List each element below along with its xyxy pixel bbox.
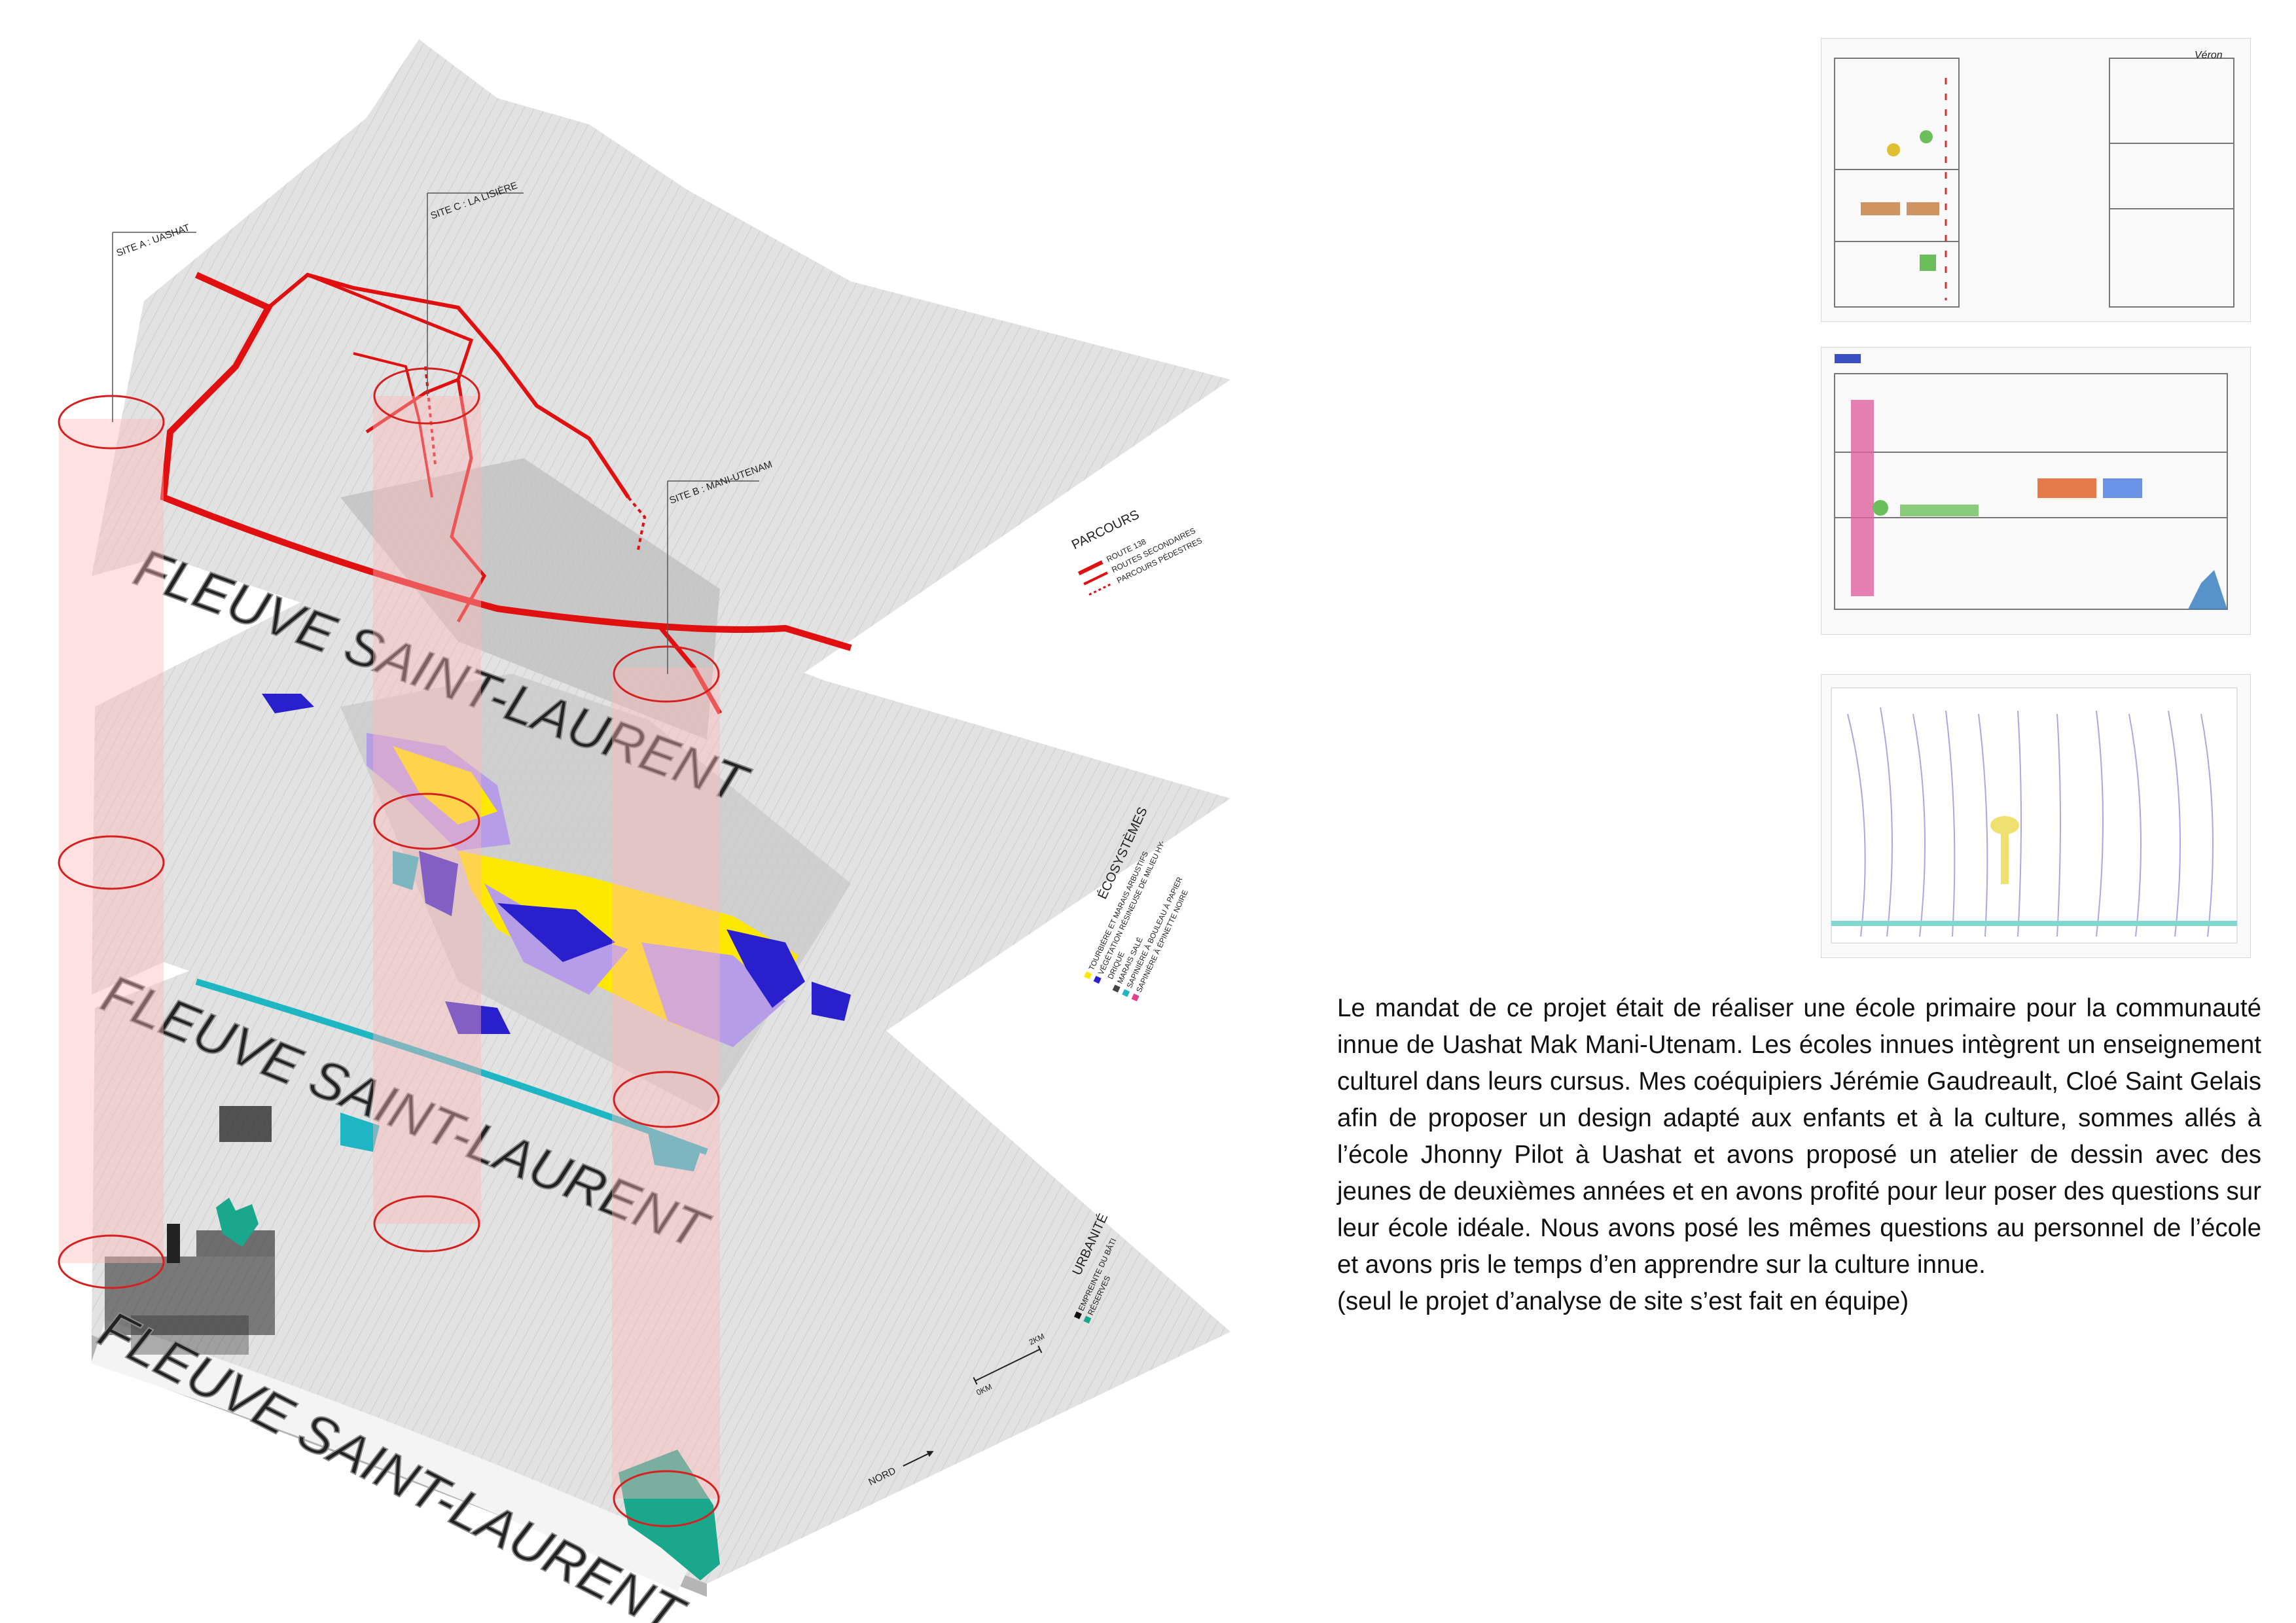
legend-parcours: PARCOURS ROUTE 138 ROUTES SECONDAIRES PA…	[1069, 507, 1204, 596]
terrain-parcours-shadow	[340, 458, 720, 740]
column-site-c	[373, 396, 481, 1224]
column-site-a	[59, 419, 164, 1263]
reserve-uashat	[216, 1198, 259, 1247]
description-note: (seul le projet d’analyse de site s’est …	[1337, 1287, 1909, 1315]
layered-site-map: FLEUVE SAINT-LAURENT URBANITÉ EMPREINTE …	[58, 39, 1230, 1623]
ecosystem-patches	[262, 694, 851, 1171]
route-138	[160, 272, 852, 651]
drawing-3-art	[1831, 687, 2238, 944]
swatch-1	[1093, 976, 1102, 984]
site-a-circle-1	[58, 395, 165, 450]
site-a-label: SITE A : UASHAT	[115, 222, 192, 259]
drawing-2-art	[1834, 354, 2228, 610]
secondary-route-3	[450, 379, 487, 623]
site-a-circle-3	[58, 1234, 165, 1289]
route-138-branch	[659, 626, 723, 715]
swatch-0	[1084, 971, 1092, 980]
swatch-built	[1073, 1311, 1082, 1319]
child-drawing-1: Véron	[1821, 38, 2251, 322]
description-paragraph: Le mandat de ce projet était de réaliser…	[1337, 994, 2261, 1279]
site-c-circle-2	[373, 793, 480, 850]
swatch-3	[1112, 984, 1121, 993]
column-site-b	[612, 668, 720, 1499]
site-b-circle-3	[613, 1470, 720, 1527]
site-b-circle-1	[613, 645, 720, 703]
child-drawing-2	[1821, 347, 2251, 635]
project-description: Le mandat de ce projet était de réaliser…	[1337, 990, 2261, 1320]
site-b-circle-2	[613, 1071, 720, 1128]
coast-cyan	[195, 978, 708, 1155]
layer-ecosystemes: FLEUVE SAINT-LAURENT ÉCOSYSTÈMES TOURBIÈ…	[92, 524, 1230, 1262]
layer-parcours: FLEUVE SAINT-LAURENT PARCOURS ROUTE 138 …	[92, 39, 1230, 816]
built-footprint	[105, 1106, 275, 1355]
swatch-4	[1122, 989, 1130, 997]
drawing-1-caption: Véron	[2195, 50, 2223, 61]
drawing-1-art: Véron	[1834, 50, 2234, 308]
river-band-urbanite	[90, 1319, 697, 1592]
swatch-reserves	[1083, 1315, 1092, 1324]
site-a-circle-2	[58, 835, 165, 890]
site-c-circle-1	[373, 367, 480, 425]
secondary-route-4	[353, 352, 433, 498]
pedestrian-path-2	[627, 496, 647, 550]
reserve-mani-utenam	[619, 1450, 720, 1580]
site-columns	[58, 367, 720, 1527]
map-svg: FLEUVE SAINT-LAURENT URBANITÉ EMPREINTE …	[58, 39, 1230, 1623]
site-c-circle-3	[373, 1195, 480, 1253]
terrain-parcours-texture	[92, 39, 1230, 740]
swatch-5	[1131, 993, 1139, 1002]
child-drawing-3	[1821, 674, 2251, 958]
